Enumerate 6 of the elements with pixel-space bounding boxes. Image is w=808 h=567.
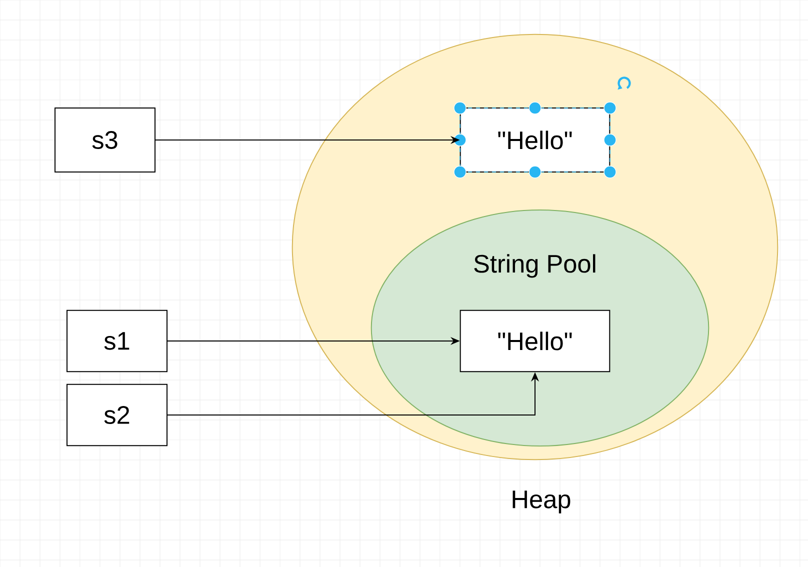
value-box: "Hello" xyxy=(460,310,610,372)
node-label: Heap xyxy=(512,490,570,514)
value-box: "Hello" xyxy=(460,108,610,172)
variable-box: s3 xyxy=(54,108,156,172)
variable-box: s2 xyxy=(66,384,168,446)
variable-box: s1 xyxy=(66,310,168,372)
